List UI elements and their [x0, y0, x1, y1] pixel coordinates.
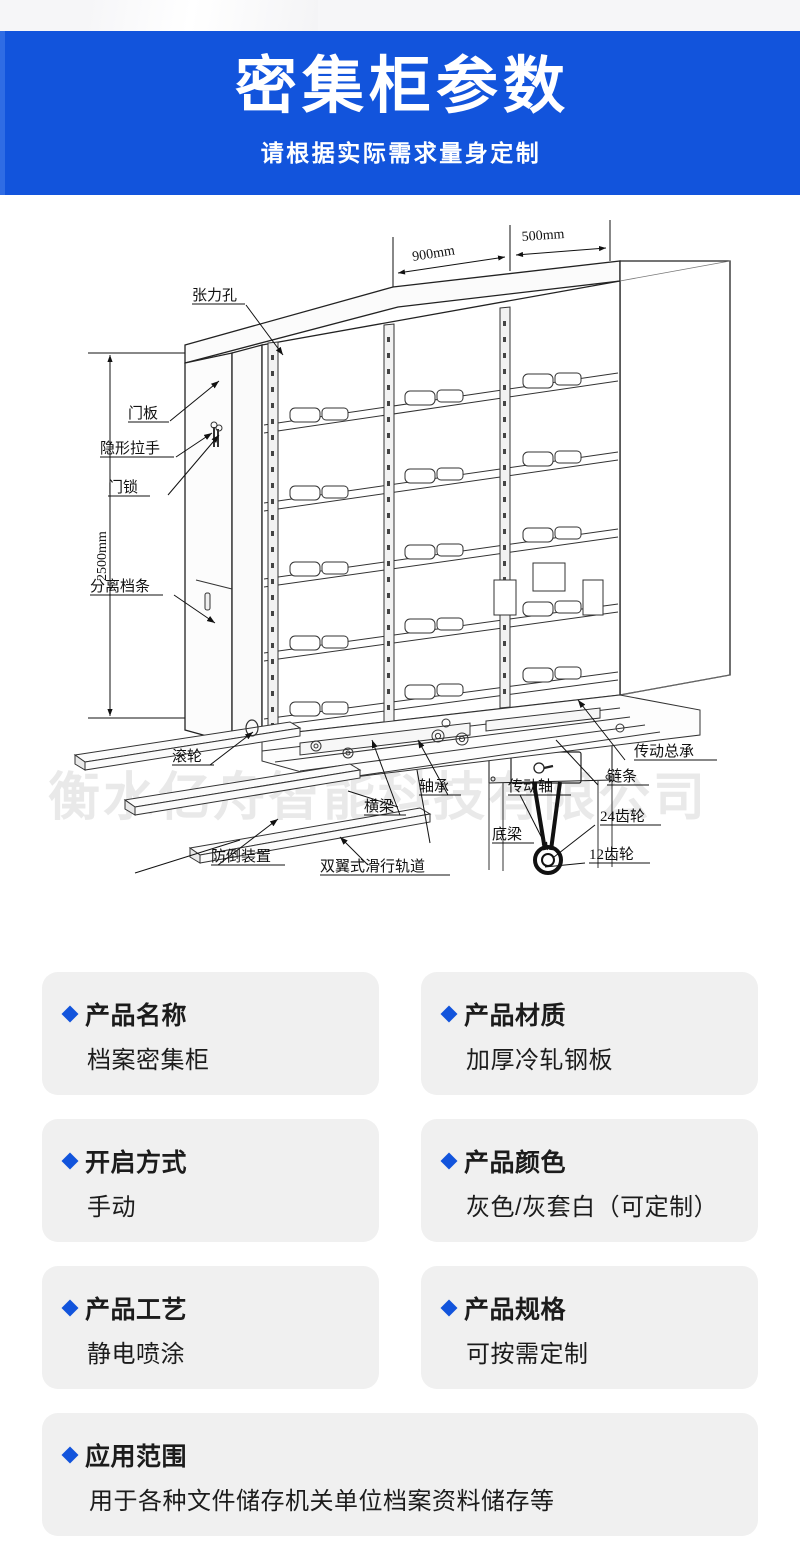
spec-card-application: 应用范围 用于各种文件储存机关单位档案资料储存等	[42, 1413, 758, 1536]
dimension-depth: 900mm	[411, 243, 456, 265]
product-diagram: 衡水亿舟智能科技有限公司 900mm 500mm 2500mm	[0, 195, 800, 940]
callout-door-panel: 门板	[128, 404, 158, 422]
spec-label: 产品材质	[464, 1002, 567, 1030]
diamond-bullet-icon	[61, 1005, 79, 1023]
callout-gear-24: 24齿轮	[600, 808, 645, 825]
header-banner: 密集柜参数 请根据实际需求量身定制	[0, 31, 800, 195]
dimension-height-label: 2500mm	[95, 531, 110, 581]
callout-anti-tip: 防倒装置	[211, 848, 271, 865]
spec-value: 用于各种文件储存机关单位档案资料储存等	[89, 1488, 555, 1515]
top-strip-sheen	[88, 0, 318, 31]
spec-card-product-name: 产品名称 档案密集柜	[42, 972, 379, 1095]
page-subtitle: 请根据实际需求量身定制	[260, 139, 542, 166]
dimension-height	[88, 352, 190, 719]
diamond-bullet-icon	[440, 1005, 458, 1023]
banner-left-edge	[0, 31, 5, 195]
callout-bottom-beam: 底梁	[492, 826, 522, 843]
door-details	[195, 421, 233, 611]
spec-label: 开启方式	[85, 1149, 188, 1177]
callout-labels: 张力孔 门板 隐形拉手 门锁 分离档条 滚轮 防倒装置 双翼式滑行轨道 横梁	[90, 287, 717, 876]
diamond-bullet-icon	[440, 1299, 458, 1317]
callout-tension-hole: 张力孔	[192, 287, 237, 304]
spec-value: 手动	[87, 1194, 136, 1221]
callout-drive-shaft: 传动轴	[508, 778, 553, 795]
spec-value: 静电喷涂	[87, 1341, 185, 1368]
page-title: 密集柜参数	[234, 52, 570, 122]
callout-chain: 链条	[607, 768, 637, 785]
spec-card-grid: 产品名称 档案密集柜 产品材质 加厚冷轧钢板 开启方式 手动 产品颜色 灰色/灰…	[42, 972, 758, 1536]
callout-cross-beam: 横梁	[364, 798, 394, 815]
callout-hidden-handle: 隐形拉手	[100, 440, 160, 457]
callout-separator-bar: 分离档条	[90, 578, 150, 595]
spec-label: 产品名称	[85, 1002, 188, 1030]
callout-double-wing-rail: 双翼式滑行轨道	[320, 858, 425, 875]
diamond-bullet-icon	[61, 1446, 79, 1464]
spec-card-opening-mode: 开启方式 手动	[42, 1119, 379, 1242]
spec-card-material: 产品材质 加厚冷轧钢板	[421, 972, 758, 1095]
diamond-bullet-icon	[440, 1152, 458, 1170]
spec-value: 可按需定制	[466, 1341, 589, 1368]
callout-roller: 滚轮	[172, 748, 202, 765]
spec-label: 产品工艺	[85, 1296, 188, 1324]
callout-bearing: 轴承	[419, 778, 449, 795]
spec-label: 产品颜色	[464, 1149, 567, 1177]
spec-card-color: 产品颜色 灰色/灰套白（可定制）	[421, 1119, 758, 1242]
callout-gear-12: 12齿轮	[589, 846, 634, 863]
dimension-lines-top	[392, 220, 611, 287]
spec-value: 加厚冷轧钢板	[466, 1047, 613, 1074]
callout-leaders	[134, 304, 626, 874]
spec-value: 档案密集柜	[87, 1047, 210, 1074]
spec-label: 产品规格	[464, 1296, 567, 1324]
diamond-bullet-icon	[61, 1299, 79, 1317]
diamond-bullet-icon	[61, 1152, 79, 1170]
top-strip	[0, 0, 800, 31]
spec-label: 应用范围	[85, 1443, 188, 1471]
spec-value: 灰色/灰套白（可定制）	[466, 1194, 719, 1221]
spec-card-specification: 产品规格 可按需定制	[421, 1266, 758, 1389]
file-boxes	[289, 372, 582, 717]
callout-door-lock: 门锁	[108, 479, 138, 496]
end-panel-plates	[493, 562, 604, 616]
callout-drive-assembly: 传动总承	[634, 743, 694, 760]
spec-card-process: 产品工艺 静电喷涂	[42, 1266, 379, 1389]
dimension-end-width: 500mm	[521, 227, 565, 245]
